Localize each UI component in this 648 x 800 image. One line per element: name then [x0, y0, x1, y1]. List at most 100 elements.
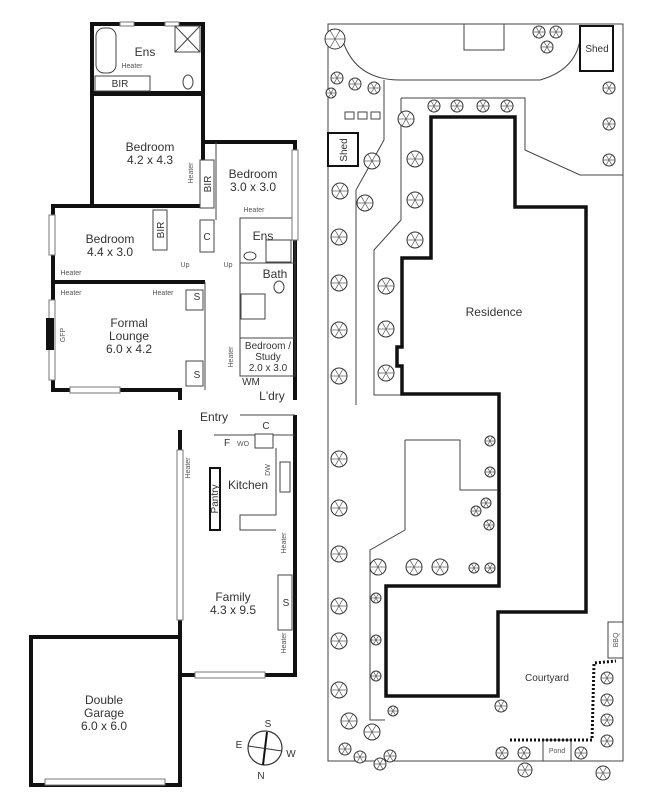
storage-label: S	[283, 598, 290, 609]
toilet-icon	[243, 251, 257, 261]
storage-label: S	[194, 292, 201, 303]
shower-icon	[240, 293, 266, 320]
tree-icon	[330, 321, 348, 339]
tree-icon	[367, 81, 381, 95]
sliding-door[interactable]	[194, 671, 266, 679]
tree-icon	[483, 519, 495, 531]
tree-icon	[356, 194, 374, 212]
cupboard-label: C	[262, 421, 269, 432]
room-bath-label: Bath	[263, 267, 288, 281]
garage-door[interactable]	[44, 778, 166, 786]
storage-label: S	[194, 370, 201, 381]
tree-icon	[450, 99, 464, 113]
bathtub-icon	[95, 27, 117, 74]
tree-icon	[602, 153, 616, 167]
tree-icon	[427, 99, 441, 113]
pantry-unit	[209, 467, 221, 531]
stairs-up-label: Up	[181, 262, 190, 269]
heater-label: Heater	[281, 532, 288, 554]
tree-icon	[330, 681, 348, 699]
path	[355, 80, 385, 405]
washing-machine-label: WM	[242, 377, 260, 388]
room-bedroom-2-dims: 3.0 x 3.0	[230, 180, 276, 194]
wall-study	[239, 337, 296, 377]
tree-icon	[406, 231, 424, 249]
fireplace-label: GFP	[60, 327, 67, 342]
wall-main-bedroom	[90, 91, 205, 208]
compass-s: S	[265, 719, 272, 730]
path	[401, 97, 623, 176]
room-bedroom-1-dims: 4.2 x 4.3	[127, 153, 173, 167]
bbq-label: BBQ	[613, 632, 620, 647]
path	[369, 440, 406, 721]
cupboard-label: C	[203, 232, 210, 243]
tree-icon	[377, 364, 395, 382]
room-garage-label-2: Garage	[84, 706, 124, 720]
tree-icon	[602, 117, 616, 131]
carport	[463, 23, 505, 51]
heater-label: Heater	[60, 270, 82, 277]
tree-icon	[470, 505, 482, 517]
room-lounge-label: Formal	[110, 316, 147, 330]
floor-plan: Ens Bedroom 4.2 x 4.3 Bedroom 3.0 x 3.0 …	[29, 21, 299, 787]
tree-icon	[338, 742, 352, 756]
kitchen-bench	[239, 448, 277, 531]
bir-label: BIR	[156, 222, 167, 239]
tree-icon	[330, 545, 348, 563]
tree-icon	[373, 757, 387, 771]
storage-unit	[185, 360, 204, 387]
compass-n: N	[257, 771, 264, 782]
tree-icon	[331, 182, 349, 200]
dishwasher-label: DW	[265, 464, 272, 476]
room-garage-label: Double	[85, 693, 123, 707]
heater-label: Heater	[60, 290, 82, 297]
tree-icon	[370, 634, 382, 646]
wall-family	[178, 415, 297, 677]
window	[69, 386, 121, 394]
tree-icon	[369, 558, 387, 576]
pantry-label: Pantry	[210, 485, 221, 514]
window	[119, 21, 135, 27]
room-bedroom-1-label: Bedroom	[126, 140, 175, 154]
window	[48, 214, 56, 256]
cooktop-icon	[254, 433, 274, 449]
cupboard-unit	[199, 219, 215, 253]
tree-icon	[484, 466, 496, 478]
residence-outline	[384, 115, 588, 698]
heater-label: Heater	[152, 290, 174, 297]
tree-icon	[370, 670, 382, 682]
tree-icon	[330, 367, 348, 385]
bir-label: BIR	[112, 79, 129, 90]
shed-right	[579, 25, 614, 72]
tree-icon	[540, 40, 554, 54]
bir-label: BIR	[203, 176, 214, 193]
tree-icon	[574, 746, 588, 760]
tree-icon	[495, 746, 509, 760]
compass-w: W	[286, 749, 296, 760]
room-ensuite-label: Ens	[135, 45, 156, 59]
room-ensuite-2-label: Ens	[253, 229, 274, 243]
tree-icon	[480, 497, 492, 509]
tree-icon	[348, 77, 362, 91]
tree-icon	[600, 671, 614, 685]
tree-icon	[330, 632, 348, 650]
courtyard-label: Courtyard	[525, 673, 569, 684]
heater-label: Heater	[121, 63, 143, 70]
tree-icon	[397, 110, 415, 128]
heater-label: Heater	[281, 632, 288, 654]
tree-icon	[476, 99, 490, 113]
heater-label: Heater	[243, 207, 265, 214]
storage-unit	[277, 574, 293, 631]
stairs-up-label: Up	[224, 262, 233, 269]
shed-label: Shed	[339, 138, 350, 161]
tree-icon	[484, 435, 496, 447]
tree-icon	[324, 28, 346, 50]
heater-label: Heater	[188, 162, 195, 184]
room-bedroom-3-dims: 4.4 x 3.0	[87, 245, 133, 259]
tree-icon	[405, 558, 423, 576]
storage-unit	[185, 289, 204, 311]
tree-icon	[468, 562, 480, 574]
tree-icon	[353, 750, 367, 764]
tree-icon	[330, 499, 348, 517]
tree-icon	[600, 734, 614, 748]
